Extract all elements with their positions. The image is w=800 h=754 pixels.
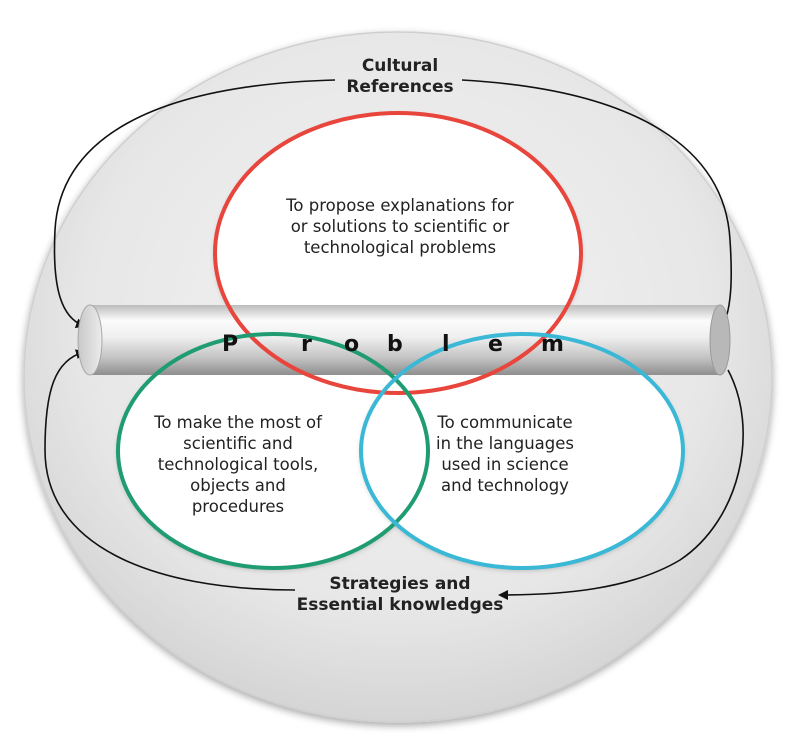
problem-letter-r: r: [301, 332, 312, 357]
blue-text-line: and technology: [441, 476, 569, 495]
strategies-line2: Essential knowledges: [296, 595, 504, 615]
green-text-line: technological tools,: [157, 455, 319, 474]
red-text-line: or solutions to scientific or: [290, 217, 510, 236]
strategies-label: Strategies and Essential knowledges: [285, 574, 515, 616]
strategies-line1: Strategies and: [329, 574, 471, 594]
problem-letter-p: P: [222, 332, 239, 357]
green-text-line: objects and: [190, 476, 286, 495]
cultural-references-line2: References: [346, 77, 454, 97]
red-text-line: technological problems: [303, 238, 497, 257]
strategies-arrow-left: [44, 349, 296, 591]
cultural-references-arrow-right: [461, 79, 732, 319]
red-circle-text: To propose explanations for or solutions…: [250, 195, 550, 258]
blue-circle-text: To communicate in the languages used in …: [410, 412, 600, 496]
strategies-arrow-right: [498, 369, 744, 600]
green-circle-fill: [118, 334, 428, 568]
blue-text-line: in the languages: [435, 434, 575, 453]
blue-circle-fill: [361, 334, 683, 568]
red-text-line: To propose explanations for: [286, 196, 514, 215]
green-text-line: procedures: [191, 497, 285, 516]
cultural-references-label: Cultural References: [315, 56, 485, 98]
cultural-references-arrow-left: [53, 79, 336, 328]
green-text-line: scientific and: [183, 434, 293, 453]
problem-letter-m: m: [541, 332, 564, 357]
cultural-references-line1: Cultural: [361, 56, 439, 76]
blue-text-line: used in science: [441, 455, 569, 474]
blue-circle-outline: [359, 332, 685, 570]
problem-bar: [77, 304, 731, 376]
blue-text-line: To communicate: [437, 413, 573, 432]
problem-letter-e: e: [488, 332, 503, 357]
green-text-line: To make the most of: [154, 413, 322, 432]
green-circle-text: To make the most of scientific and techn…: [138, 412, 338, 517]
problem-letter-o: o: [344, 332, 360, 357]
green-circle-outline: [116, 332, 430, 570]
problem-letter-l: l: [442, 332, 450, 357]
red-circle-outline: [213, 111, 583, 395]
problem-letter-b: b: [387, 332, 403, 357]
